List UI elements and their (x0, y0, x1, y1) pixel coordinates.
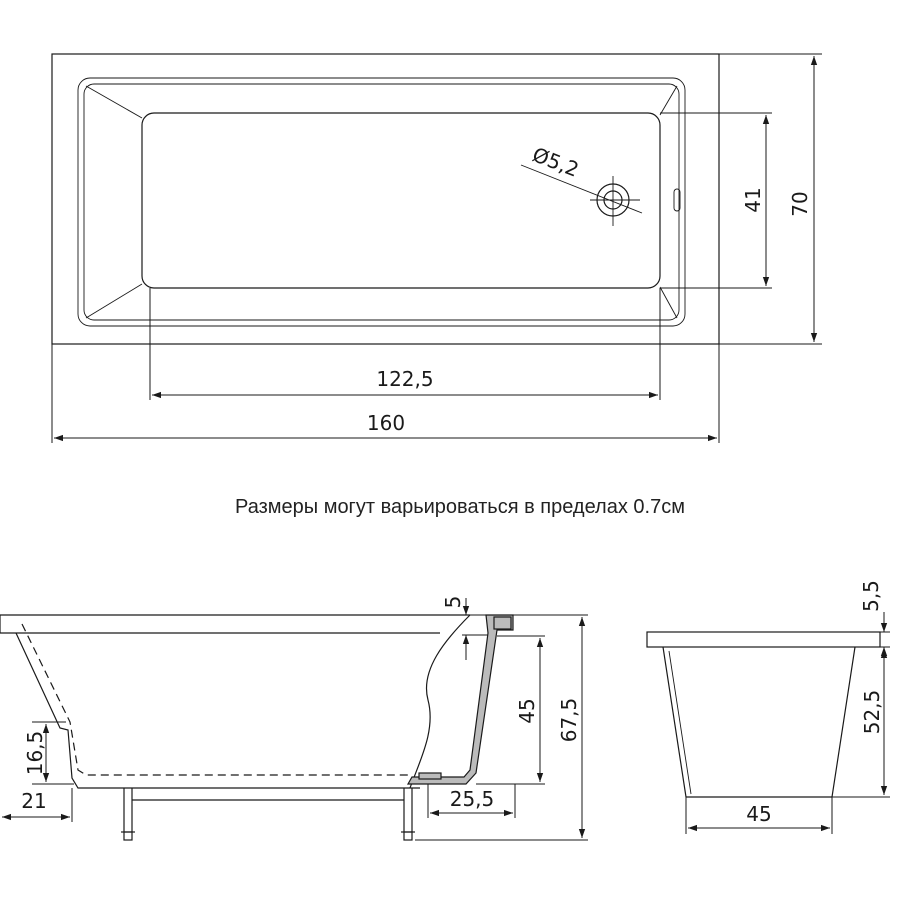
length-inner-label: 122,5 (376, 367, 433, 391)
end-rim (646, 631, 881, 648)
drain-diameter-label: Ø5,2 (529, 142, 582, 181)
side-view: 5 45 67,5 25,5 16,5 21 (0, 596, 588, 841)
corner-line-bl (85, 283, 143, 319)
tub-bottom-outline (141, 112, 661, 289)
shell-inner-dashed (21, 623, 412, 776)
tub-rim-inner-edge (77, 77, 686, 327)
leg-offset-label: 25,5 (450, 787, 495, 811)
tub-outer-outline (51, 53, 720, 345)
tolerance-note: Размеры могут варьироваться в пределах 0… (235, 496, 685, 518)
slope-height-label: 16,5 (23, 731, 47, 776)
corner-line-tr (659, 85, 678, 116)
section-break-curve (409, 614, 471, 789)
drain-hole-symbol (520, 164, 643, 226)
leg-right (401, 788, 415, 841)
width-total-label: 70 (788, 191, 812, 216)
rim-height-label: 5,5 (859, 580, 883, 612)
end-view: 5,5 52,5 45 (646, 580, 890, 834)
end-body (662, 646, 856, 798)
shell-outer-left (15, 632, 420, 789)
end-body-inner (668, 650, 692, 795)
height-total-label: 67,5 (557, 698, 581, 743)
drain-fitting (418, 772, 442, 780)
corner-line-br (659, 286, 678, 319)
bottom-width-label: 45 (746, 802, 771, 826)
tub-rim-inner-edge-2 (83, 83, 680, 321)
depth-inner-label: 45 (515, 698, 539, 723)
corner-line-tl (85, 85, 143, 119)
body-height-label: 52,5 (860, 690, 884, 735)
length-total-label: 160 (367, 411, 405, 435)
leg-left (121, 788, 135, 841)
width-inner-label: 41 (741, 187, 765, 212)
top-view: Ø5,2 41 70 122,5 160 (51, 53, 822, 443)
wall-section-hatch (406, 614, 514, 785)
rim-end-block (493, 616, 512, 630)
overflow-slot (673, 188, 681, 212)
rim-thickness-label: 5 (441, 596, 465, 609)
slope-offset-label: 21 (21, 789, 46, 813)
